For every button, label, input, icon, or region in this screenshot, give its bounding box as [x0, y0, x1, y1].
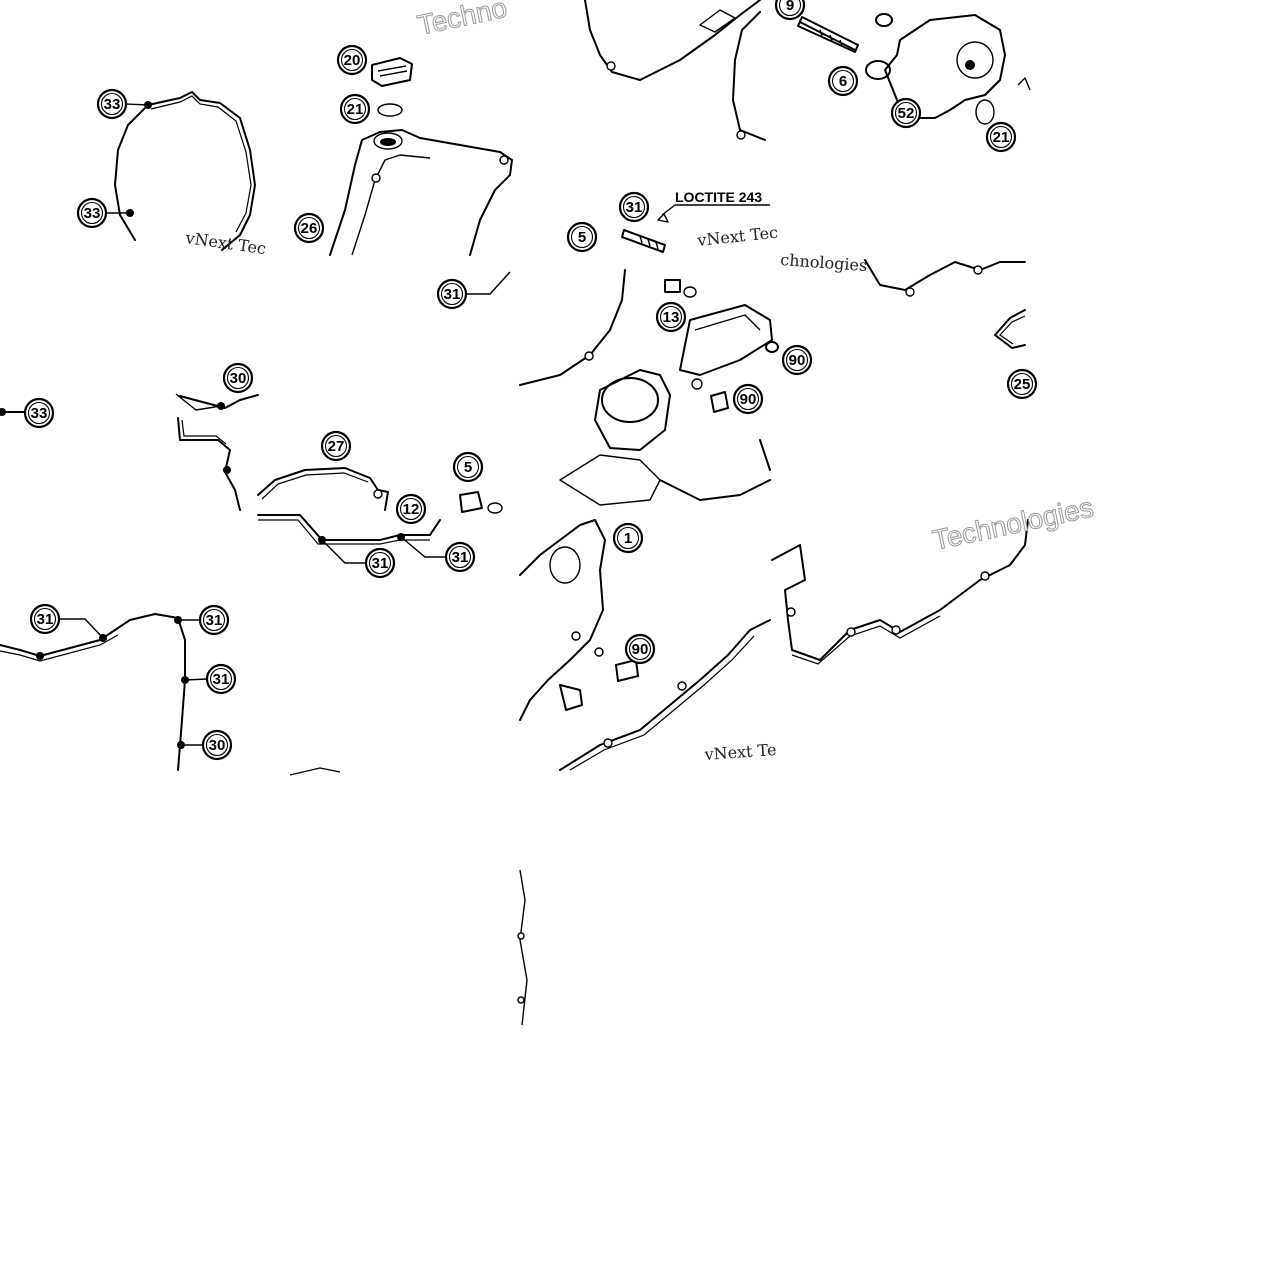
callout-label: 30 [209, 737, 226, 754]
callout: 33 [23, 397, 55, 429]
watermark: vNext Tec [695, 223, 778, 250]
callout: 31 [618, 191, 650, 223]
callout: 90 [781, 344, 813, 376]
callout-label: 9 [786, 0, 794, 14]
loctite-note: LOCTITE 243 [657, 189, 770, 223]
callout-label: 30 [230, 370, 247, 387]
callout: 30 [222, 362, 254, 394]
callout: 33 [76, 197, 108, 229]
cover-flange-top [584, 0, 766, 141]
callout-label: 27 [328, 438, 345, 455]
lower-right-gasket [517, 519, 1029, 1026]
watermark: chnologies [780, 250, 868, 275]
callout: 26 [293, 212, 325, 244]
callout: 31 [444, 541, 476, 573]
callout: 31 [436, 278, 468, 310]
watermark: Technologies [930, 492, 1096, 556]
clutch-cover-shape [329, 129, 513, 256]
callout: 13 [655, 301, 687, 333]
callout-label: 5 [464, 459, 472, 476]
callout: 31 [29, 603, 61, 635]
callout-label: 12 [403, 501, 420, 518]
callout: 27 [320, 430, 352, 462]
callout-label: 26 [301, 220, 318, 237]
callout: 20 [336, 44, 368, 76]
watermark: vNext Te [703, 740, 777, 764]
callout: 90 [732, 383, 764, 415]
callout: 31 [205, 663, 237, 695]
callout-label: 33 [104, 96, 121, 113]
callout-label: 25 [1014, 376, 1031, 393]
callout-label: 52 [898, 105, 915, 122]
cover-bolt [621, 229, 697, 298]
callout: 1 [612, 522, 644, 554]
callout-label: 31 [206, 612, 223, 629]
callout: 6 [827, 65, 859, 97]
callout-label: 13 [663, 309, 680, 326]
right-gasket-piece [864, 259, 1026, 349]
callout-label: 1 [624, 530, 632, 547]
callout: 5 [452, 451, 484, 483]
callout: 21 [339, 93, 371, 125]
callout-label: 6 [839, 73, 847, 90]
cover-gasket-outline [114, 91, 256, 251]
leader-lines [2, 103, 511, 746]
callout-label: 31 [452, 549, 469, 566]
callout-label: 20 [344, 52, 361, 69]
callout: 30 [201, 729, 233, 761]
callout: 31 [198, 604, 230, 636]
callout: 33 [96, 88, 128, 120]
center-cover-boss [519, 269, 779, 506]
watermark: vNext Tec [183, 228, 267, 258]
callout: 9 [774, 0, 806, 21]
callout-label: 31 [444, 286, 461, 303]
callout-label: 31 [37, 611, 54, 628]
callout: 90 [624, 633, 656, 665]
callout-label: 21 [347, 101, 364, 118]
callout: 31 [364, 547, 396, 579]
callout-label: 5 [578, 229, 586, 246]
callout-label: 90 [789, 352, 806, 369]
callout-label: 90 [740, 391, 757, 408]
callout-label: 31 [372, 555, 389, 572]
water-pump-housing [797, 13, 1031, 125]
callout: 12 [395, 493, 427, 525]
callout-label: 90 [632, 641, 649, 658]
loctite-label: LOCTITE 243 [675, 189, 762, 205]
callout-label: 31 [213, 671, 230, 688]
ignition-cover-gasket [257, 467, 503, 514]
callout-label: 33 [31, 405, 48, 422]
callout-label: 31 [626, 199, 643, 216]
inner-cover-bottom [519, 519, 771, 771]
callout: 21 [985, 121, 1017, 153]
callout: 25 [1006, 368, 1038, 400]
callout: 5 [566, 221, 598, 253]
callout: 52 [890, 97, 922, 129]
oil-filler-plug [371, 57, 413, 117]
callout-label: 33 [84, 205, 101, 222]
callout-label: 21 [993, 129, 1010, 146]
watermark: Techno [415, 0, 510, 41]
